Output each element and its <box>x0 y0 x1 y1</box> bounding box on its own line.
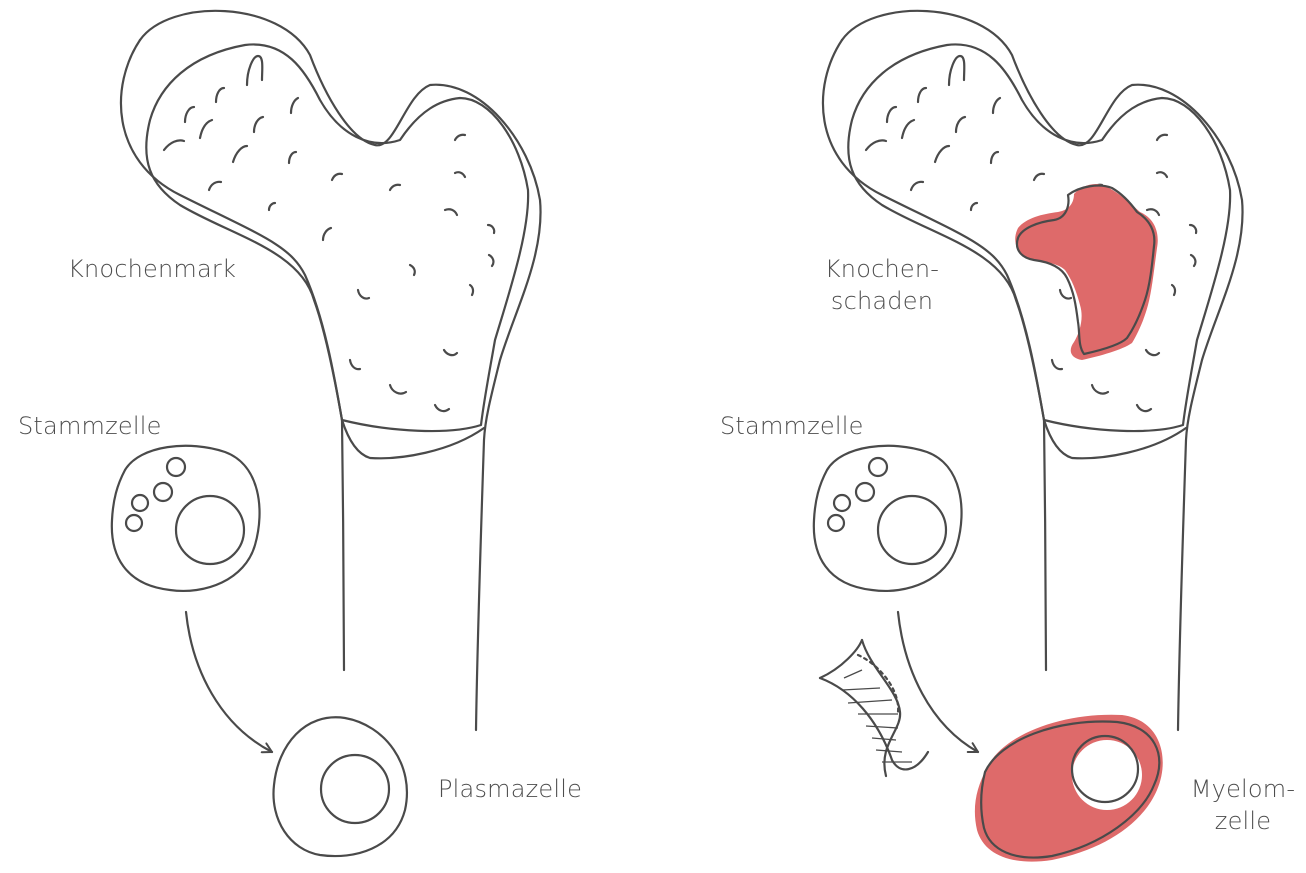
stem-cell-icon <box>112 446 260 591</box>
plasmazelle-label: Plasmazelle <box>438 773 582 805</box>
myeloma-panel <box>814 11 1243 862</box>
myeloma-cell-icon <box>975 715 1163 862</box>
knochenschaden-label: Knochen- schaden <box>812 253 952 317</box>
knochenschaden-label-line2: schaden <box>812 285 952 317</box>
myelomzelle-label-line1: Myelom- <box>1184 773 1302 805</box>
stammzelle-label-left: Stammzelle <box>18 410 162 442</box>
dna-icon <box>820 640 928 776</box>
stammzelle-label-right: Stammzelle <box>720 410 864 442</box>
myelomzelle-label-line2: zelle <box>1184 805 1302 837</box>
myelomzelle-label: Myelom- zelle <box>1184 773 1302 837</box>
knochenschaden-label-line1: Knochen- <box>812 253 952 285</box>
stem-cell-icon <box>814 446 962 591</box>
bone-icon <box>823 11 1243 730</box>
knochenmark-label: Knochenmark <box>68 253 236 285</box>
bone-damage-lesion <box>1015 184 1158 360</box>
healthy-panel <box>112 11 541 856</box>
arrow-icon <box>898 612 978 752</box>
plasma-cell-icon <box>273 717 406 856</box>
bone-icon <box>121 11 541 730</box>
arrow-icon <box>186 612 272 752</box>
